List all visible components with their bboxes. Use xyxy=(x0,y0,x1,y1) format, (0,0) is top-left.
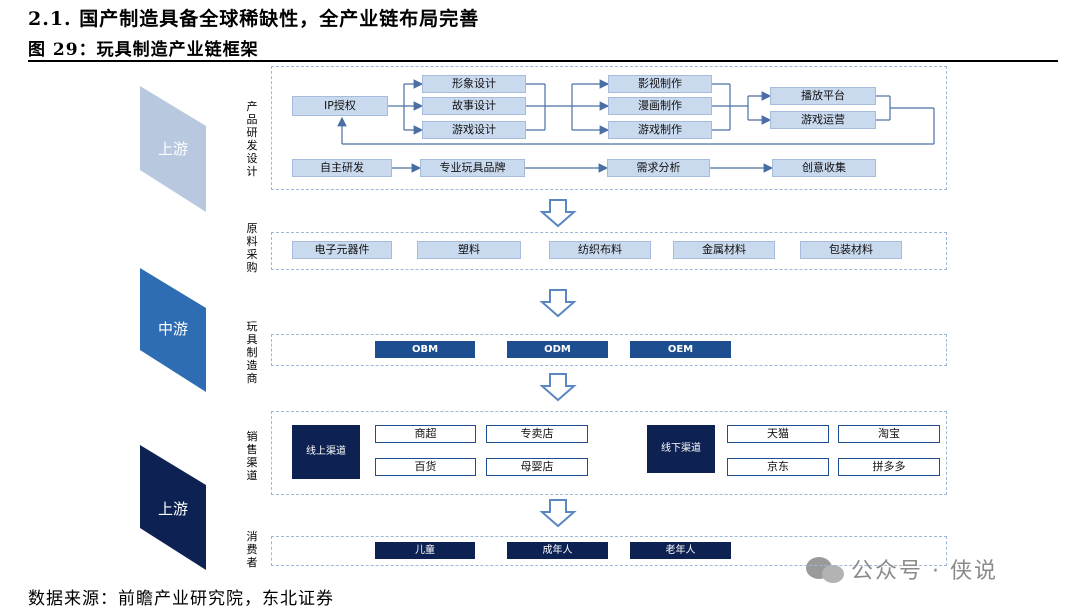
material-item: 金属材料 xyxy=(673,241,775,259)
chevron-downstream xyxy=(140,445,206,570)
offline-channel-item: 淘宝 xyxy=(838,425,940,443)
figure-title: 图 29：玩具制造产业链框架 xyxy=(28,40,259,60)
offline-channel-item: 拼多多 xyxy=(838,458,940,476)
manufacturer-item: ODM xyxy=(507,341,608,358)
row-label-consumers: 消费者 xyxy=(246,530,258,569)
consumer-item: 老年人 xyxy=(630,542,731,559)
material-item: 纺织布料 xyxy=(549,241,651,259)
consumer-item: 儿童 xyxy=(375,542,475,559)
material-item: 包装材料 xyxy=(800,241,902,259)
down-arrow-4 xyxy=(539,499,577,528)
chevron-upstream xyxy=(140,86,206,212)
down-arrow-3 xyxy=(539,373,577,402)
stage-label-midstream: 中游 xyxy=(157,320,188,338)
watermark-text: 公众号 · 侠说 xyxy=(851,559,998,584)
online-channel-item: 商超 xyxy=(375,425,476,443)
material-item: 电子元器件 xyxy=(292,241,392,259)
online-channel-item: 专卖店 xyxy=(486,425,588,443)
design-item: 形象设计 xyxy=(422,75,526,93)
online-channel-item: 母婴店 xyxy=(486,458,588,476)
sales-container xyxy=(271,411,947,495)
production-item: 影视制作 xyxy=(608,75,712,93)
down-arrow-2 xyxy=(539,289,577,318)
stage-label-downstream: 上游 xyxy=(157,500,188,518)
offline-channel-item: 天猫 xyxy=(727,425,829,443)
title-rule xyxy=(28,60,1058,62)
offline-channel-title: 线下渠道 xyxy=(647,425,715,473)
flow-item: 自主研发 xyxy=(292,159,392,177)
flow-item: 创意收集 xyxy=(772,159,876,177)
production-item: 漫画制作 xyxy=(608,97,712,115)
product-design-container xyxy=(271,66,947,190)
materials-container xyxy=(271,232,947,270)
stage-label-upstream: 上游 xyxy=(157,140,188,158)
section-title: 2.1. 国产制造具备全球稀缺性，全产业链布局完善 xyxy=(28,8,480,30)
flow-item: 专业玩具品牌 xyxy=(420,159,525,177)
consumer-item: 成年人 xyxy=(507,542,608,559)
source-note: 数据来源：前瞻产业研究院，东北证券 xyxy=(28,589,334,609)
material-item: 塑料 xyxy=(417,241,521,259)
ip-license-box: IP授权 xyxy=(292,96,388,116)
chevron-midstream xyxy=(140,268,206,392)
row-label-materials: 原料采购 xyxy=(246,222,258,274)
down-arrow-1 xyxy=(539,199,577,228)
online-channel-item: 百货 xyxy=(375,458,476,476)
platform-item: 游戏运营 xyxy=(770,111,876,129)
row-label-manufacturers: 玩具制造商 xyxy=(246,320,258,385)
platform-item: 播放平台 xyxy=(770,87,876,105)
online-channel-title: 线上渠道 xyxy=(292,425,360,479)
manufacturer-item: OBM xyxy=(375,341,475,358)
row-label-sales: 销售渠道 xyxy=(246,430,258,482)
production-item: 游戏制作 xyxy=(608,121,712,139)
offline-channel-item: 京东 xyxy=(727,458,829,476)
design-item: 故事设计 xyxy=(422,97,526,115)
manufacturer-item: OEM xyxy=(630,341,731,358)
flow-item: 需求分析 xyxy=(607,159,710,177)
consumers-container xyxy=(271,536,947,566)
manufacturers-container xyxy=(271,334,947,366)
design-item: 游戏设计 xyxy=(422,121,526,139)
row-label-product-design: 产品研发设计 xyxy=(246,100,258,178)
